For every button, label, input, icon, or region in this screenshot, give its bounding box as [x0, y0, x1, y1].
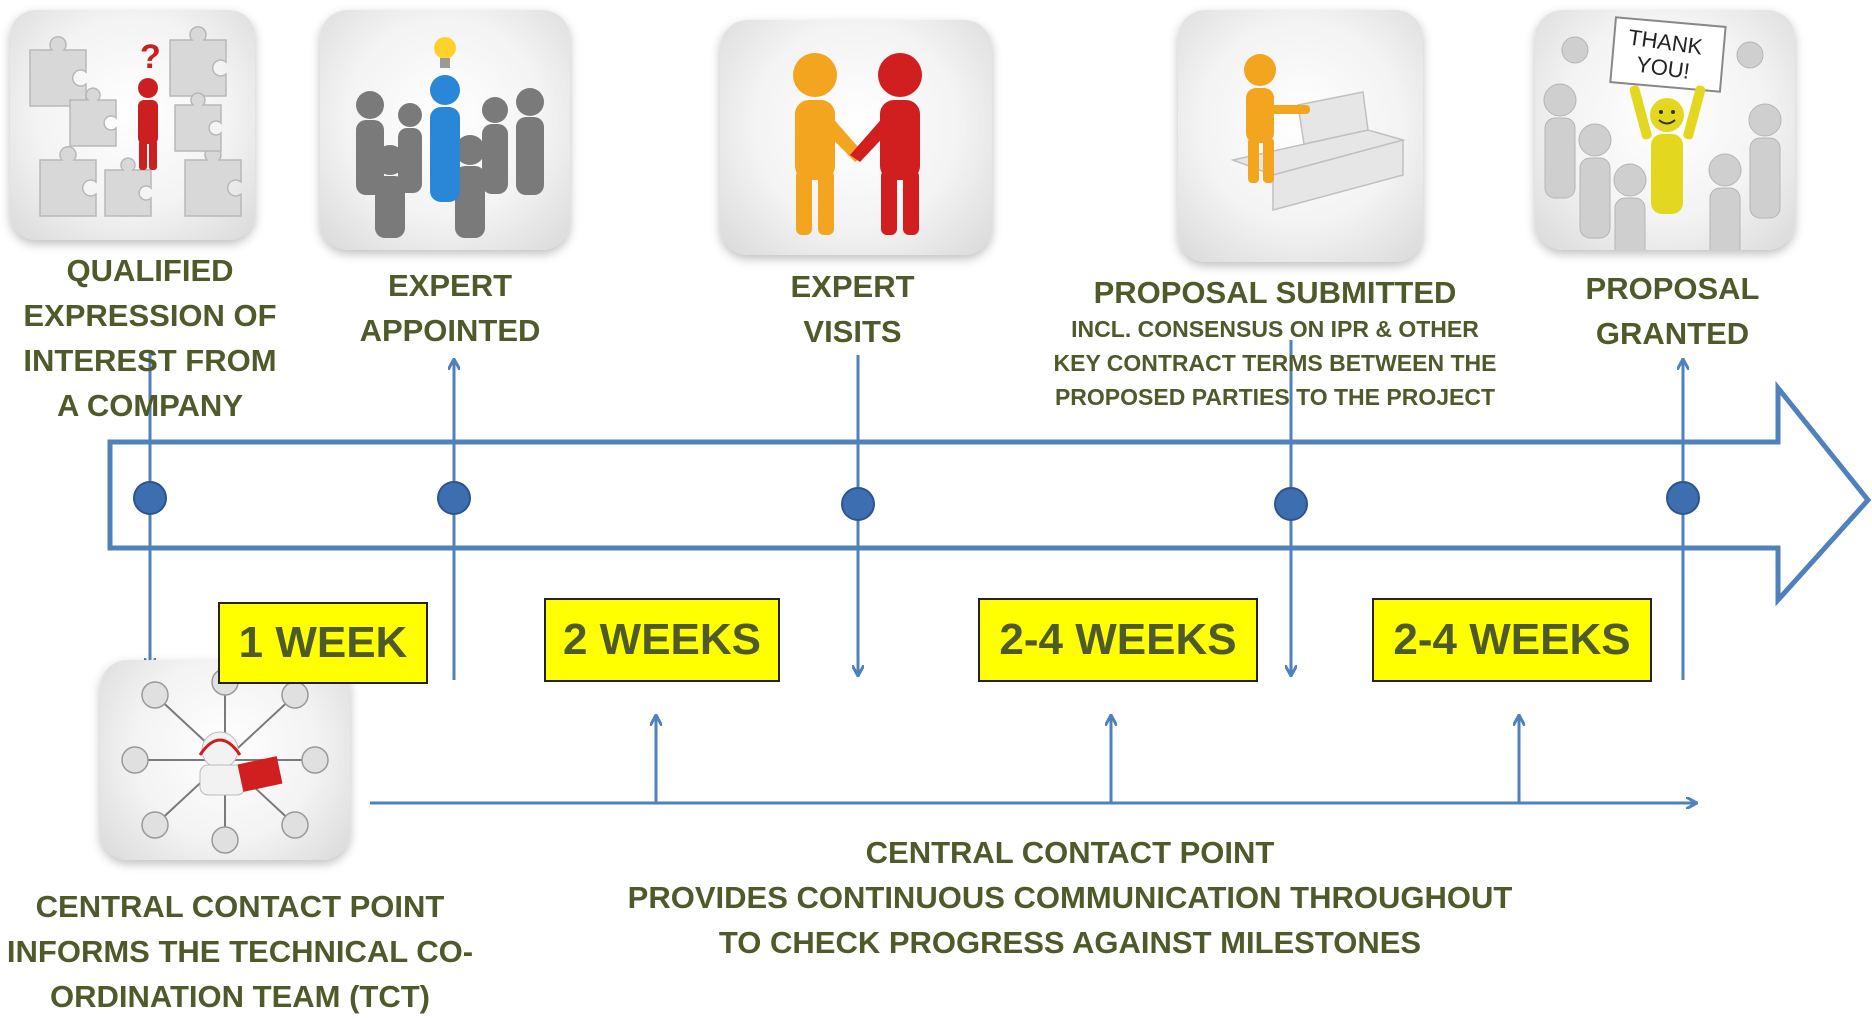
central-contact-label: CENTRAL CONTACT POINT INFORMS THE TECHNI…	[0, 884, 480, 1019]
duration-box: 2 WEEKS	[544, 598, 780, 682]
milestone-sublabel-submitted: INCL. CONSENSUS ON IPR & OTHER KEY CONTR…	[1040, 312, 1510, 414]
thank-you-sign-icon: THANK YOU!	[1535, 10, 1795, 250]
milestone-dot	[1666, 481, 1700, 515]
label-line: ORDINATION TEAM (TCT)	[50, 979, 430, 1014]
duration-box: 1 WEEK	[218, 602, 428, 684]
label-line: QUALIFIED	[66, 253, 234, 288]
milestone-dot	[841, 487, 875, 521]
label-line: TO CHECK PROGRESS AGAINST MILESTONES	[718, 925, 1422, 960]
milestone-label-appointed: EXPERT APPOINTED	[330, 263, 570, 353]
label-line: EXPERT	[387, 268, 513, 303]
label-line: A COMPANY	[57, 388, 243, 423]
timeline-arrow	[107, 380, 1872, 607]
label-line: CENTRAL CONTACT POINT	[865, 835, 1275, 870]
person-at-desk-icon	[1178, 10, 1423, 262]
puzzle-question-icon: ?	[10, 10, 255, 240]
label-line: VISITS	[803, 314, 902, 349]
communication-label: CENTRAL CONTACT POINT PROVIDES CONTINUOU…	[560, 830, 1580, 965]
svg-text:?: ?	[140, 38, 161, 76]
milestone-dot	[1274, 487, 1308, 521]
label-line: INTEREST FROM	[23, 343, 277, 378]
label-line: EXPRESSION OF	[23, 298, 277, 333]
label-line: PROPOSAL	[1585, 271, 1760, 306]
milestone-dot	[133, 481, 167, 515]
label-line: PROVIDES CONTINUOUS COMMUNICATION THROUG…	[627, 880, 1513, 915]
network-hub-icon	[100, 660, 350, 860]
label-line: INCL. CONSENSUS ON IPR & OTHER	[1071, 316, 1479, 342]
milestone-label-eoi: QUALIFIED EXPRESSION OF INTEREST FROM A …	[0, 248, 300, 428]
label-line: PROPOSAL SUBMITTED	[1093, 275, 1457, 310]
label-line: CENTRAL CONTACT POINT	[35, 889, 445, 924]
label-line: KEY CONTRACT TERMS BETWEEN THE	[1053, 350, 1497, 376]
milestone-label-visits: EXPERT VISITS	[740, 264, 965, 354]
handshake-icon	[720, 20, 992, 255]
duration-box: 2-4 WEEKS	[1372, 598, 1652, 682]
label-line: GRANTED	[1595, 316, 1750, 351]
label-line: INFORMS THE TECHNICAL CO-	[6, 934, 474, 969]
label-line: APPOINTED	[359, 313, 541, 348]
duration-box: 2-4 WEEKS	[978, 598, 1258, 682]
milestone-label-granted: PROPOSAL GRANTED	[1560, 266, 1785, 356]
label-line: EXPERT	[790, 269, 915, 304]
label-line: PROPOSED PARTIES TO THE PROJECT	[1054, 384, 1496, 410]
crowd-lightbulb-icon	[320, 10, 570, 250]
milestone-label-submitted: PROPOSAL SUBMITTED	[1040, 270, 1510, 315]
milestone-dot	[437, 481, 471, 515]
